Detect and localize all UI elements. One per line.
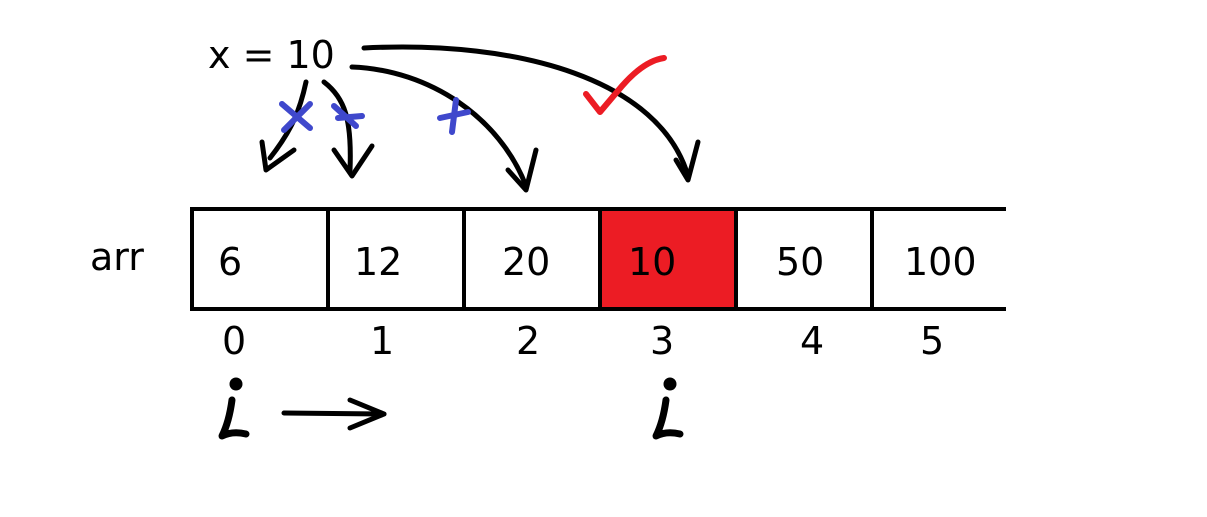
pointer-i-icon bbox=[218, 377, 250, 440]
array-index: 4 bbox=[800, 319, 825, 363]
array-cell-value: 10 bbox=[628, 240, 677, 284]
array-index: 0 bbox=[222, 319, 247, 363]
array-cell-value: 12 bbox=[354, 240, 403, 284]
array-cell-value: 50 bbox=[776, 240, 825, 284]
array-cell-value: 6 bbox=[218, 240, 243, 284]
array-cell: 50 bbox=[738, 211, 874, 307]
compare-arrow-3 bbox=[361, 44, 701, 183]
search-target-label: x = 10 bbox=[208, 33, 335, 77]
array-cell: 20 bbox=[466, 211, 602, 307]
array-cell-value: 20 bbox=[502, 240, 551, 284]
compare-arrow-2 bbox=[349, 64, 539, 193]
array-cell: 6 bbox=[194, 211, 330, 307]
cross-icon bbox=[437, 97, 471, 135]
array-index: 2 bbox=[516, 319, 541, 363]
array-cell-value: 100 bbox=[904, 240, 977, 284]
array-index: 3 bbox=[650, 319, 675, 363]
array-cell: 12 bbox=[330, 211, 466, 307]
array-index: 5 bbox=[920, 319, 945, 363]
checkmark-icon bbox=[583, 55, 667, 115]
array-cell-found: 10 bbox=[602, 211, 738, 307]
array-cells: 6 12 20 10 50 100 bbox=[190, 207, 1010, 311]
array-name-label: arr bbox=[90, 235, 144, 279]
array-cell: 100 bbox=[874, 211, 1010, 307]
cross-icon bbox=[279, 101, 313, 133]
compare-arrow-1 bbox=[321, 79, 375, 179]
cross-icon bbox=[331, 103, 365, 129]
right-arrow-icon bbox=[281, 397, 387, 431]
array-index: 1 bbox=[370, 319, 395, 363]
pointer-i-icon bbox=[652, 377, 684, 440]
